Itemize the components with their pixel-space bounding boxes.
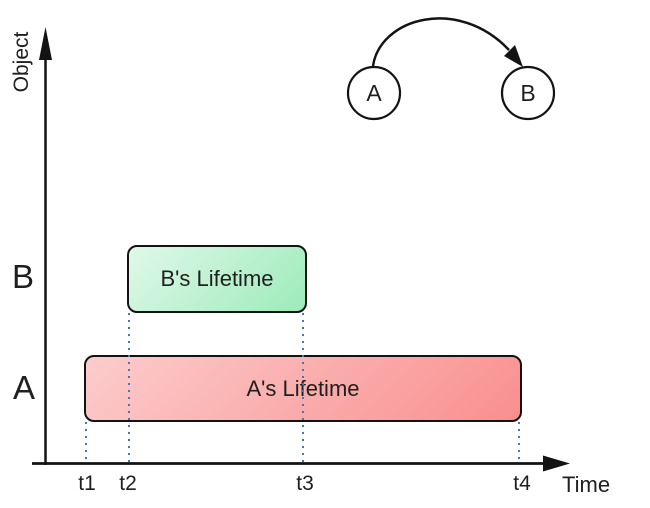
tick-label-t1: t1 bbox=[78, 472, 96, 495]
x-axis-arrowhead-icon bbox=[543, 455, 570, 472]
y-axis-title: Object bbox=[10, 31, 33, 93]
reference-arrowhead-icon bbox=[504, 45, 523, 67]
row-label-b: B bbox=[11, 258, 34, 295]
marker-line-t4 bbox=[518, 422, 520, 462]
node-label-b: B bbox=[520, 80, 535, 106]
x-axis-title: Time bbox=[562, 472, 611, 497]
lifetime-bar-b-label: B's Lifetime bbox=[160, 266, 274, 291]
marker-line-t1 bbox=[85, 422, 87, 462]
y-axis-arrowhead-icon bbox=[39, 27, 52, 60]
reference-arrow-curve bbox=[371, 17, 510, 67]
tick-label-t2: t2 bbox=[119, 472, 137, 495]
tick-label-t3: t3 bbox=[296, 472, 314, 495]
marker-line-t2 bbox=[128, 313, 130, 462]
marker-line-t3 bbox=[302, 313, 304, 462]
lifetime-bar-b: B's Lifetime bbox=[127, 245, 307, 313]
row-label-a: A bbox=[12, 369, 35, 406]
node-circle-a bbox=[346, 65, 402, 121]
tick-label-t4: t4 bbox=[513, 472, 531, 495]
node-label-a: A bbox=[366, 80, 382, 106]
node-circle-b bbox=[500, 65, 556, 121]
